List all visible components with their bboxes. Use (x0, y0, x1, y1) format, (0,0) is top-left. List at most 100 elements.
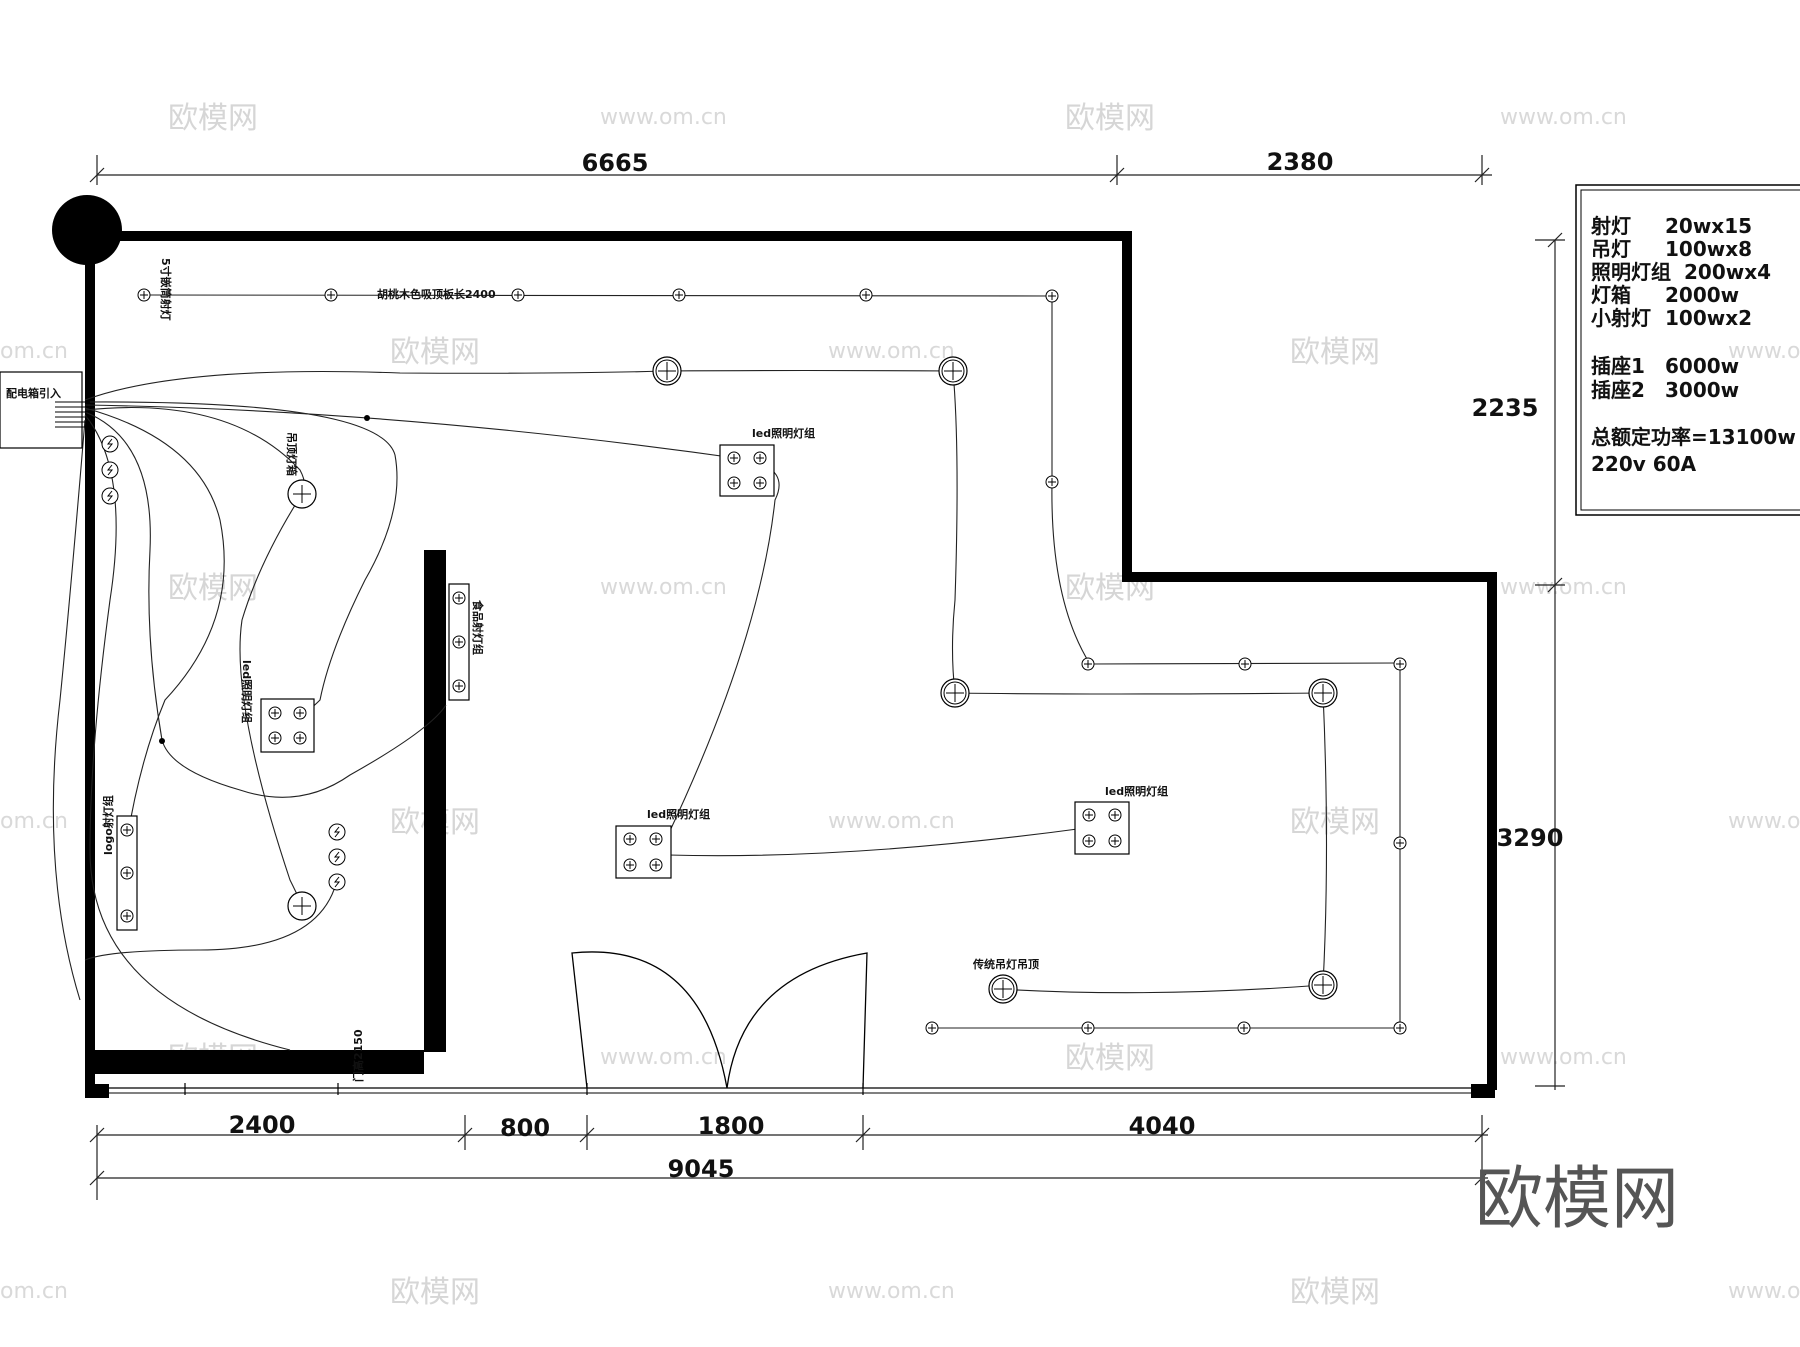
legend-item-value: 100wx2 (1665, 306, 1752, 330)
socket-icon (101, 461, 119, 479)
watermark: 欧模网 (1290, 335, 1380, 370)
dimension-lines (89, 155, 1565, 1200)
socket-icon (328, 873, 346, 891)
led-light-group-icon (615, 825, 672, 879)
spotlight-icon (1237, 1021, 1251, 1035)
pendant-lamp-icon (940, 678, 970, 708)
spotlight-icon (1081, 1021, 1095, 1035)
outer-wall (90, 231, 1497, 1090)
watermark: 欧模网 (1290, 1275, 1380, 1310)
led-group-label: led照明灯组 (647, 807, 710, 821)
legend-item-name: 吊灯 (1591, 237, 1631, 261)
socket-icon (101, 435, 119, 453)
spotlight-icon (1393, 1021, 1407, 1035)
dimension-top-left: 6665 (582, 149, 649, 177)
entrance-doors (571, 951, 868, 1089)
led-light-group-icon (260, 698, 315, 753)
watermark: www.om.cn (600, 1045, 727, 1070)
annotations: led照明灯组 led照明灯组 led照明灯组 胡桃木色吸顶板长2400 传统吊… (101, 258, 1168, 1082)
spotlight-icon (1238, 657, 1252, 671)
spotlight-icon (1081, 657, 1095, 671)
watermark: 欧模网 (390, 335, 480, 370)
legend-supply: 220v 60A (1591, 452, 1697, 476)
watermark: www.om.cn (1728, 1279, 1800, 1304)
legend-item-value: 6000w (1665, 354, 1739, 378)
spotlight-icon (1393, 657, 1407, 671)
junction-dot (364, 415, 370, 421)
food-spotlight-bar-icon (448, 583, 470, 701)
pendant-lamp-icon (652, 356, 682, 386)
door-height-label: 门高2150 (351, 1029, 365, 1082)
pendant-layer (287, 356, 1338, 1004)
watermark: om.cn (0, 809, 68, 834)
dimension-bottom-1: 2400 (229, 1111, 296, 1139)
watermark: www.om.cn (828, 1279, 955, 1304)
watermark: om.cn (0, 1279, 68, 1304)
watermark: 欧模网 (168, 571, 258, 606)
led-group-label: led照明灯组 (1105, 784, 1168, 798)
wall-end-left (85, 1084, 109, 1098)
food-lights-label: 食品射灯组 (471, 600, 485, 655)
spotlight-icon (925, 1021, 939, 1035)
legend-item-name: 小射灯 (1591, 306, 1651, 330)
legend-item-name: 插座2 (1591, 378, 1645, 402)
legend-item-name: 插座1 (1591, 354, 1645, 378)
watermark: www.om.cn (1728, 339, 1800, 364)
legend-item-value: 100wx8 (1665, 237, 1752, 261)
watermark: www.om.cn (1500, 575, 1627, 600)
dimension-bottom-2: 800 (500, 1114, 550, 1142)
watermark: www.om.cn (1500, 1045, 1627, 1070)
watermark: www.om.cn (1728, 809, 1800, 834)
partition-wall (424, 550, 446, 1052)
watermark: www.om.cn (1500, 105, 1627, 130)
watermark-layer: 欧模网 www.om.cn 欧模网 www.om.cn om.cn 欧模网 ww… (0, 101, 1800, 1310)
socket-icon (328, 848, 346, 866)
legend-item-name: 灯箱 (1591, 283, 1631, 307)
legend-total: 总额定功率=13100w (1591, 425, 1796, 449)
led-group-label: led照明灯组 (752, 426, 815, 440)
junction-dot (159, 738, 165, 744)
pendant-lamp-icon (287, 891, 317, 921)
legend-item-value: 20wx15 (1665, 214, 1752, 238)
dimension-top-right: 2380 (1267, 148, 1334, 176)
bottom-counter-wall (90, 1050, 424, 1074)
column-circle (52, 195, 122, 265)
legend-item-value: 3000w (1665, 378, 1739, 402)
spotlight-icon (859, 288, 873, 302)
pendant-lamp-icon (988, 974, 1018, 1004)
watermark: www.om.cn (600, 105, 727, 130)
spotlight-icon (324, 288, 338, 302)
spotlight-icon (672, 288, 686, 302)
watermark: om.cn (0, 339, 68, 364)
watermark: www.om.cn (828, 339, 955, 364)
watermark: 欧模网 (168, 101, 258, 136)
legend-item-name: 射灯 (1590, 214, 1631, 238)
pendant-lamp-icon (938, 356, 968, 386)
light-bar-layer (116, 583, 470, 931)
spot-label: 5寸嵌筒射灯 (159, 258, 173, 321)
led-light-group-icon (719, 444, 775, 497)
socket-icon (101, 487, 119, 505)
dimension-right-upper: 2235 (1472, 394, 1539, 422)
wiring (52, 294, 1401, 1051)
legend-item-value: 2000w (1665, 283, 1739, 307)
watermark: 欧模网 (1290, 805, 1380, 840)
wall-end-right (1471, 1084, 1495, 1098)
spotlight-layer (137, 288, 1407, 1035)
walls (52, 195, 1497, 1098)
pendant-lamp-icon (1308, 970, 1338, 1000)
pendant-lamp-icon (287, 479, 317, 509)
led-light-group-icon (1074, 801, 1130, 855)
spotlight-icon (1045, 475, 1059, 489)
panel-label: 配电箱引入 (6, 386, 61, 400)
socket-layer (101, 415, 370, 891)
logo-spotlight-bar-icon (116, 815, 138, 931)
legend-item-name: 照明灯组 (1591, 260, 1671, 284)
spotlight-icon (511, 288, 525, 302)
spotlight-icon (1393, 836, 1407, 850)
pendant-top-label: 吊顶灯箱 (285, 432, 299, 476)
watermark: 欧模网 (1065, 101, 1155, 136)
pendant-lamp-icon (1308, 678, 1338, 708)
ceiling-strip-label: 胡桃木色吸顶板长2400 (377, 287, 496, 301)
